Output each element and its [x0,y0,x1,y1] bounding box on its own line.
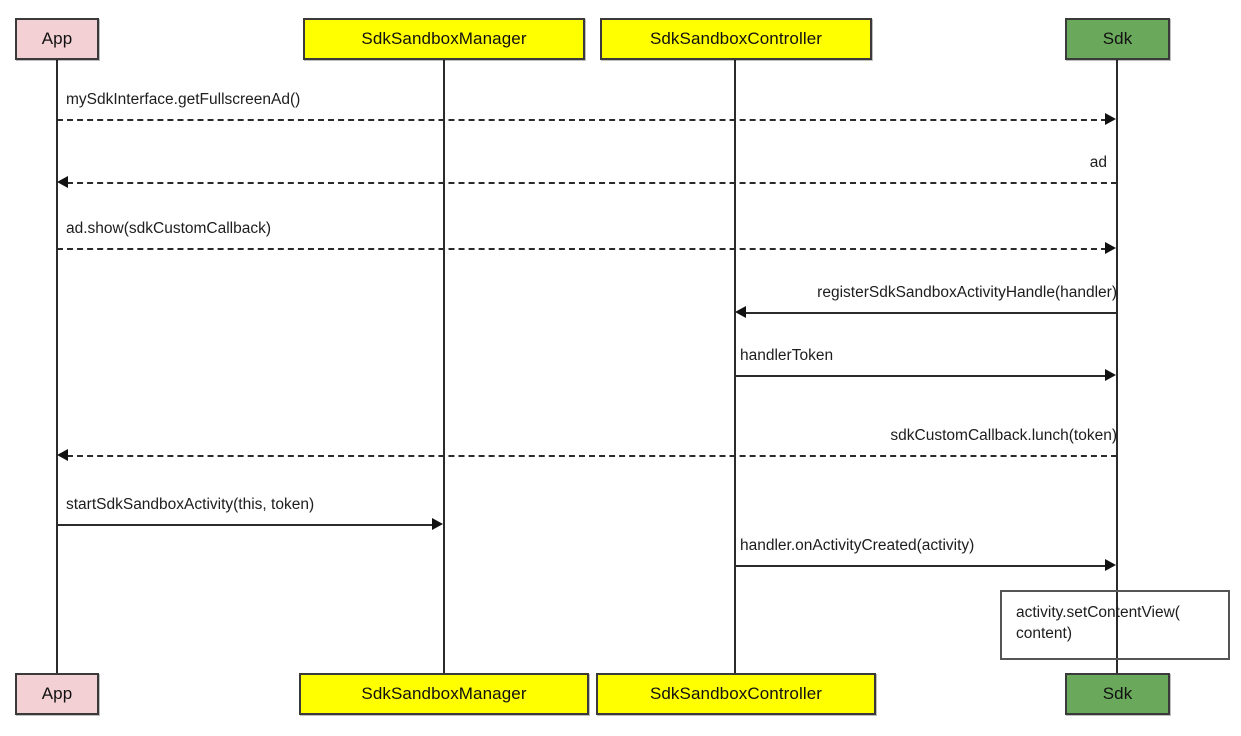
message-line-5 [735,375,1107,377]
participant-label-manager: SdkSandboxManager [361,29,527,48]
lifeline-app [56,60,58,673]
note-text: activity.setContentView( content) [1016,604,1180,642]
message-line-1 [57,119,1107,121]
message-arrowhead-4 [735,306,746,318]
lifeline-sdk [1116,60,1118,673]
participant-header-app[interactable]: App [15,18,99,60]
participant-footer-label-manager: SdkSandboxManager [361,684,527,703]
lifeline-controller [734,60,736,673]
message-arrowhead-7 [432,518,443,530]
participant-header-manager[interactable]: SdkSandboxManager [303,18,585,60]
message-arrowhead-5 [1105,369,1116,381]
message-line-6 [67,455,1117,457]
participant-header-sdk[interactable]: Sdk [1065,18,1170,60]
note-setcontentview: activity.setContentView( content) [1000,590,1230,660]
message-label-3: ad.show(sdkCustomCallback) [66,220,272,237]
participant-label-sdk: Sdk [1102,29,1133,48]
message-arrowhead-2 [57,176,68,188]
participant-footer-label-sdk: Sdk [1102,684,1133,703]
participant-footer-label-controller: SdkSandboxController [649,684,823,703]
message-label-6: sdkCustomCallback.lunch(token) [890,427,1117,444]
participant-footer-controller[interactable]: SdkSandboxController [596,673,876,715]
participant-footer-sdk[interactable]: Sdk [1065,673,1170,715]
message-label-2: ad [1089,154,1107,171]
message-label-4: registerSdkSandboxActivityHandle(handler… [817,284,1117,301]
message-label-8: handler.onActivityCreated(activity) [740,537,975,554]
message-label-1: mySdkInterface.getFullscreenAd() [66,91,301,108]
message-label-7: startSdkSandboxActivity(this, token) [66,496,315,513]
message-line-4 [745,312,1117,314]
message-line-8 [735,565,1107,567]
participant-footer-app[interactable]: App [15,673,99,715]
message-arrowhead-3 [1105,242,1116,254]
message-line-3 [57,248,1107,250]
participant-footer-manager[interactable]: SdkSandboxManager [299,673,589,715]
message-arrowhead-1 [1105,113,1116,125]
participant-footer-label-app: App [41,684,73,703]
message-line-7 [57,524,434,526]
message-line-2 [67,182,1117,184]
message-arrowhead-8 [1105,559,1116,571]
participant-label-app: App [41,29,73,48]
message-arrowhead-6 [57,449,68,461]
message-label-5: handlerToken [740,347,834,364]
lifeline-manager [443,60,445,673]
participant-header-controller[interactable]: SdkSandboxController [600,18,872,60]
participant-label-controller: SdkSandboxController [649,29,823,48]
